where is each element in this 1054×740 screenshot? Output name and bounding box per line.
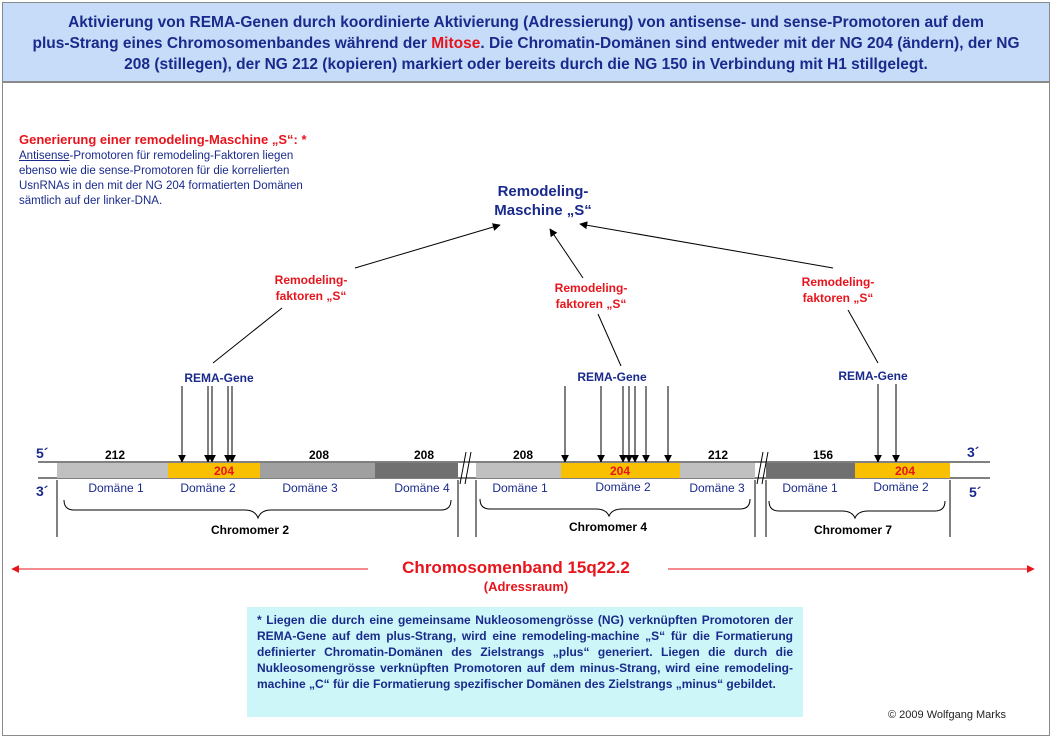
segment-c2-d1 (57, 463, 168, 478)
ng-label: 208 (309, 448, 329, 462)
segment-c2-d2 (168, 463, 260, 478)
generation-line-4: sämtlich auf der linker-DNA. (19, 195, 163, 207)
generation-line-1-rest: -Promotoren für remodeling-Faktoren lieg… (69, 150, 294, 162)
generation-line-1: Antisense-Promotoren für remodeling-Fakt… (19, 149, 379, 164)
domain-label: Domäne 2 (595, 480, 651, 494)
header-line-1: Aktivierung von REMA-Genen durch koordin… (68, 14, 984, 31)
strand-break-marks (459, 451, 769, 485)
segment-c2-d3 (260, 463, 375, 478)
rema-label-1: REMA-Gene (184, 371, 254, 385)
ng-label: 208 (513, 448, 533, 462)
label-3prime-left: 3´ (36, 483, 49, 499)
segment-c4-d1 (476, 463, 561, 478)
header-line-2-post: . Die Chromatin-Domänen sind entweder mi… (480, 35, 1020, 52)
segment-c7-d2 (855, 463, 950, 478)
link-rema-1-factors (212, 307, 283, 364)
domain-label: Domäne 3 (689, 481, 745, 495)
brace-chromomer-2 (63, 499, 452, 520)
arrow-factors-3-to-machine (579, 221, 834, 269)
chromomer-label-4: Chromomer 4 (569, 520, 647, 534)
rema-label-2: REMA-Gene (577, 370, 647, 384)
domain-label: Domäne 3 (282, 481, 338, 495)
generation-text: Antisense-Promotoren für remodeling-Fakt… (19, 149, 379, 209)
factors-2-line-1: Remodeling- (555, 281, 628, 295)
rema-label-3: REMA-Gene (838, 369, 908, 383)
header-mitose: Mitose (431, 35, 481, 52)
brace-chromomer-7 (768, 500, 946, 520)
factors-3-line-2: faktoren „S“ (803, 291, 874, 305)
chromomer-label-7: Chromomer 7 (814, 523, 892, 537)
header-banner: Aktivierung von REMA-Genen durch koordin… (2, 2, 1050, 82)
segment-c4-d2 (561, 463, 680, 478)
antisense-word: Antisense (19, 150, 70, 162)
factors-2-line-2: faktoren „S“ (556, 297, 627, 311)
generation-line-2: ebenso wie die sense-Promotoren für die … (19, 165, 290, 177)
domain-label: Domäne 1 (492, 481, 548, 495)
segment-c2-d4 (375, 463, 458, 478)
band-subtitle: (Adressraum) (484, 579, 569, 594)
ng-label: 208 (414, 448, 434, 462)
header-line-3: 208 (stillegen), der NG 212 (kopieren) m… (124, 56, 928, 73)
ng-label-204: 204 (895, 464, 915, 478)
brace-chromomer-4 (479, 498, 751, 518)
label-3prime-right: 3´ (967, 444, 980, 460)
domain-label: Domäne 2 (180, 481, 236, 495)
diagram-frame (2, 82, 1050, 736)
factors-3-line-1: Remodeling- (802, 275, 875, 289)
domain-label: Domäne 1 (782, 481, 838, 495)
arrow-factors-2-to-machine (549, 228, 584, 279)
domain-label: Domäne 2 (873, 480, 929, 494)
domain-label: Domäne 4 (394, 481, 450, 495)
header-line-2-pre: plus-Strang eines Chromosomenbandes währ… (32, 35, 432, 52)
machine-label-line-2: Maschine „S“ (494, 202, 592, 219)
factors-1-line-2: faktoren „S“ (276, 289, 347, 303)
ng-label: 212 (708, 448, 728, 462)
band-title: Chromosomenband 15q22.2 (402, 558, 630, 577)
arrow-factors-1-to-machine (354, 223, 501, 269)
segment-c4-d3 (680, 463, 755, 478)
chromomer-label-2: Chromomer 2 (211, 523, 289, 537)
chromomer-boundaries (56, 480, 951, 537)
factors-1-line-1: Remodeling- (275, 273, 348, 287)
footnote-box: * Liegen die durch eine gemeinsame Nukle… (247, 607, 803, 717)
ng-label-204: 204 (610, 464, 630, 478)
link-rema-2-factors (597, 313, 622, 367)
label-5prime-right: 5´ (969, 484, 982, 500)
copyright: © 2009 Wolfgang Marks (888, 709, 1006, 721)
ng-label-204: 204 (214, 464, 234, 478)
header-line-2: plus-Strang eines Chromosomenbandes währ… (3, 33, 1049, 54)
domain-label: Domäne 1 (88, 481, 144, 495)
ng-label: 156 (813, 448, 833, 462)
rema-gene-arrows (178, 384, 900, 463)
machine-label-line-1: Remodeling- (498, 183, 589, 200)
segment-c7-d1 (766, 463, 855, 478)
label-5prime-left: 5´ (36, 445, 49, 461)
generation-line-3: UsnRNAs in den mit der NG 204 formatiert… (19, 180, 303, 192)
generation-title: Generierung einer remodeling-Maschine „S… (19, 132, 307, 147)
link-rema-3-factors (847, 309, 879, 364)
ng-label: 212 (105, 448, 125, 462)
